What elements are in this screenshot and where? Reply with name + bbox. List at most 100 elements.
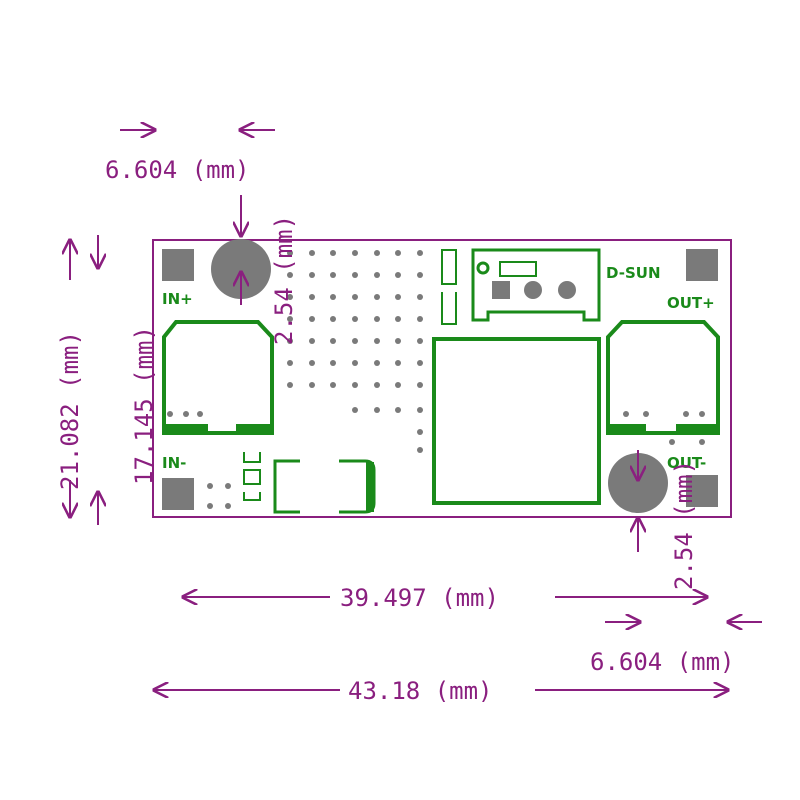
via-dot [330,360,336,366]
via-dot [225,483,231,489]
via-dot [643,411,649,417]
via-dot [183,411,189,417]
via-dot [699,439,705,445]
dim-top-pad-width: 6.604 (mm) [105,156,250,184]
via-dot [197,411,203,417]
via-dot [395,250,401,256]
dim-height-inner: 17.145 (mm) [130,326,158,485]
smd-capacitor-top [441,249,457,325]
diode-cathode-band [366,462,374,512]
pad-in-plus [162,249,194,281]
pot-pin-round-a [524,281,542,299]
via-dot [623,411,629,417]
via-dot [225,503,231,509]
via-dot [417,407,423,413]
via-dot [287,338,293,344]
dimension-lines [70,130,762,690]
via-dot [374,338,380,344]
pad-in-minus [162,478,194,510]
label-out-plus: OUT+ [667,294,715,312]
via-dot [683,411,689,417]
via-dot [395,360,401,366]
dim-bottom-pad-width: 6.604 (mm) [590,648,735,676]
dim-width-total: 43.18 (mm) [348,677,493,705]
via-dot [352,360,358,366]
via-dot [417,294,423,300]
via-dot [287,382,293,388]
via-dot-grid [167,250,705,509]
via-dot [352,294,358,300]
via-dot [417,272,423,278]
via-dot [330,338,336,344]
via-dot [417,316,423,322]
via-dot [417,382,423,388]
via-dot [352,338,358,344]
via-dot [287,294,293,300]
label-in-plus: IN+ [162,290,193,308]
via-dot [395,407,401,413]
via-dot [417,250,423,256]
via-dot [352,316,358,322]
right-footprint-pad-b [676,424,718,434]
via-dot [395,272,401,278]
via-dot [395,294,401,300]
label-out-minus: OUT- [667,454,706,472]
main-inductor-footprint [432,337,601,505]
via-dot [352,407,358,413]
via-dot [352,272,358,278]
via-dot [417,338,423,344]
via-dot [417,447,423,453]
via-dot [374,407,380,413]
via-dot [374,316,380,322]
via-dot [395,338,401,344]
via-dot [417,360,423,366]
via-dot [330,382,336,388]
pad-out-plus [686,249,718,281]
via-dot [669,439,675,445]
via-dot [374,360,380,366]
mounting-hole-top [211,239,271,299]
pot-pin-square [492,281,510,299]
via-dot [352,250,358,256]
via-dot [374,294,380,300]
via-dot [395,382,401,388]
via-dot [309,316,315,322]
label-brand: D-SUN [606,264,661,282]
mounting-hole-bottom [608,453,668,513]
via-dot [699,411,705,417]
dim-hole-offset-bottom: 2.54 (mm) [670,460,698,590]
via-dot [374,272,380,278]
via-dot [417,429,423,435]
via-dot [330,294,336,300]
via-dot [352,382,358,388]
via-dot [287,272,293,278]
via-dot [287,316,293,322]
via-dot [309,382,315,388]
via-dot [287,250,293,256]
right-footprint-pad-a [608,424,646,434]
via-dot [167,411,173,417]
via-dot [207,483,213,489]
pot-pin-round-b [558,281,576,299]
via-dot [287,360,293,366]
left-footprint-pad-b [236,424,272,434]
via-dot [395,316,401,322]
via-dot [309,250,315,256]
via-dot [330,316,336,322]
via-dot [207,503,213,509]
via-dot [309,360,315,366]
via-dot [309,272,315,278]
dim-width-inner: 39.497 (mm) [340,584,499,612]
potentiometer-footprint [471,248,601,322]
via-dot [330,272,336,278]
via-dot [330,250,336,256]
via-dot [374,382,380,388]
pad-out-minus [686,475,718,507]
label-in-minus: IN- [162,454,186,472]
via-dot [309,294,315,300]
smd-capacitor-bottom [243,452,261,501]
dim-height-total: 21.082 (mm) [56,331,84,490]
via-dot [374,250,380,256]
